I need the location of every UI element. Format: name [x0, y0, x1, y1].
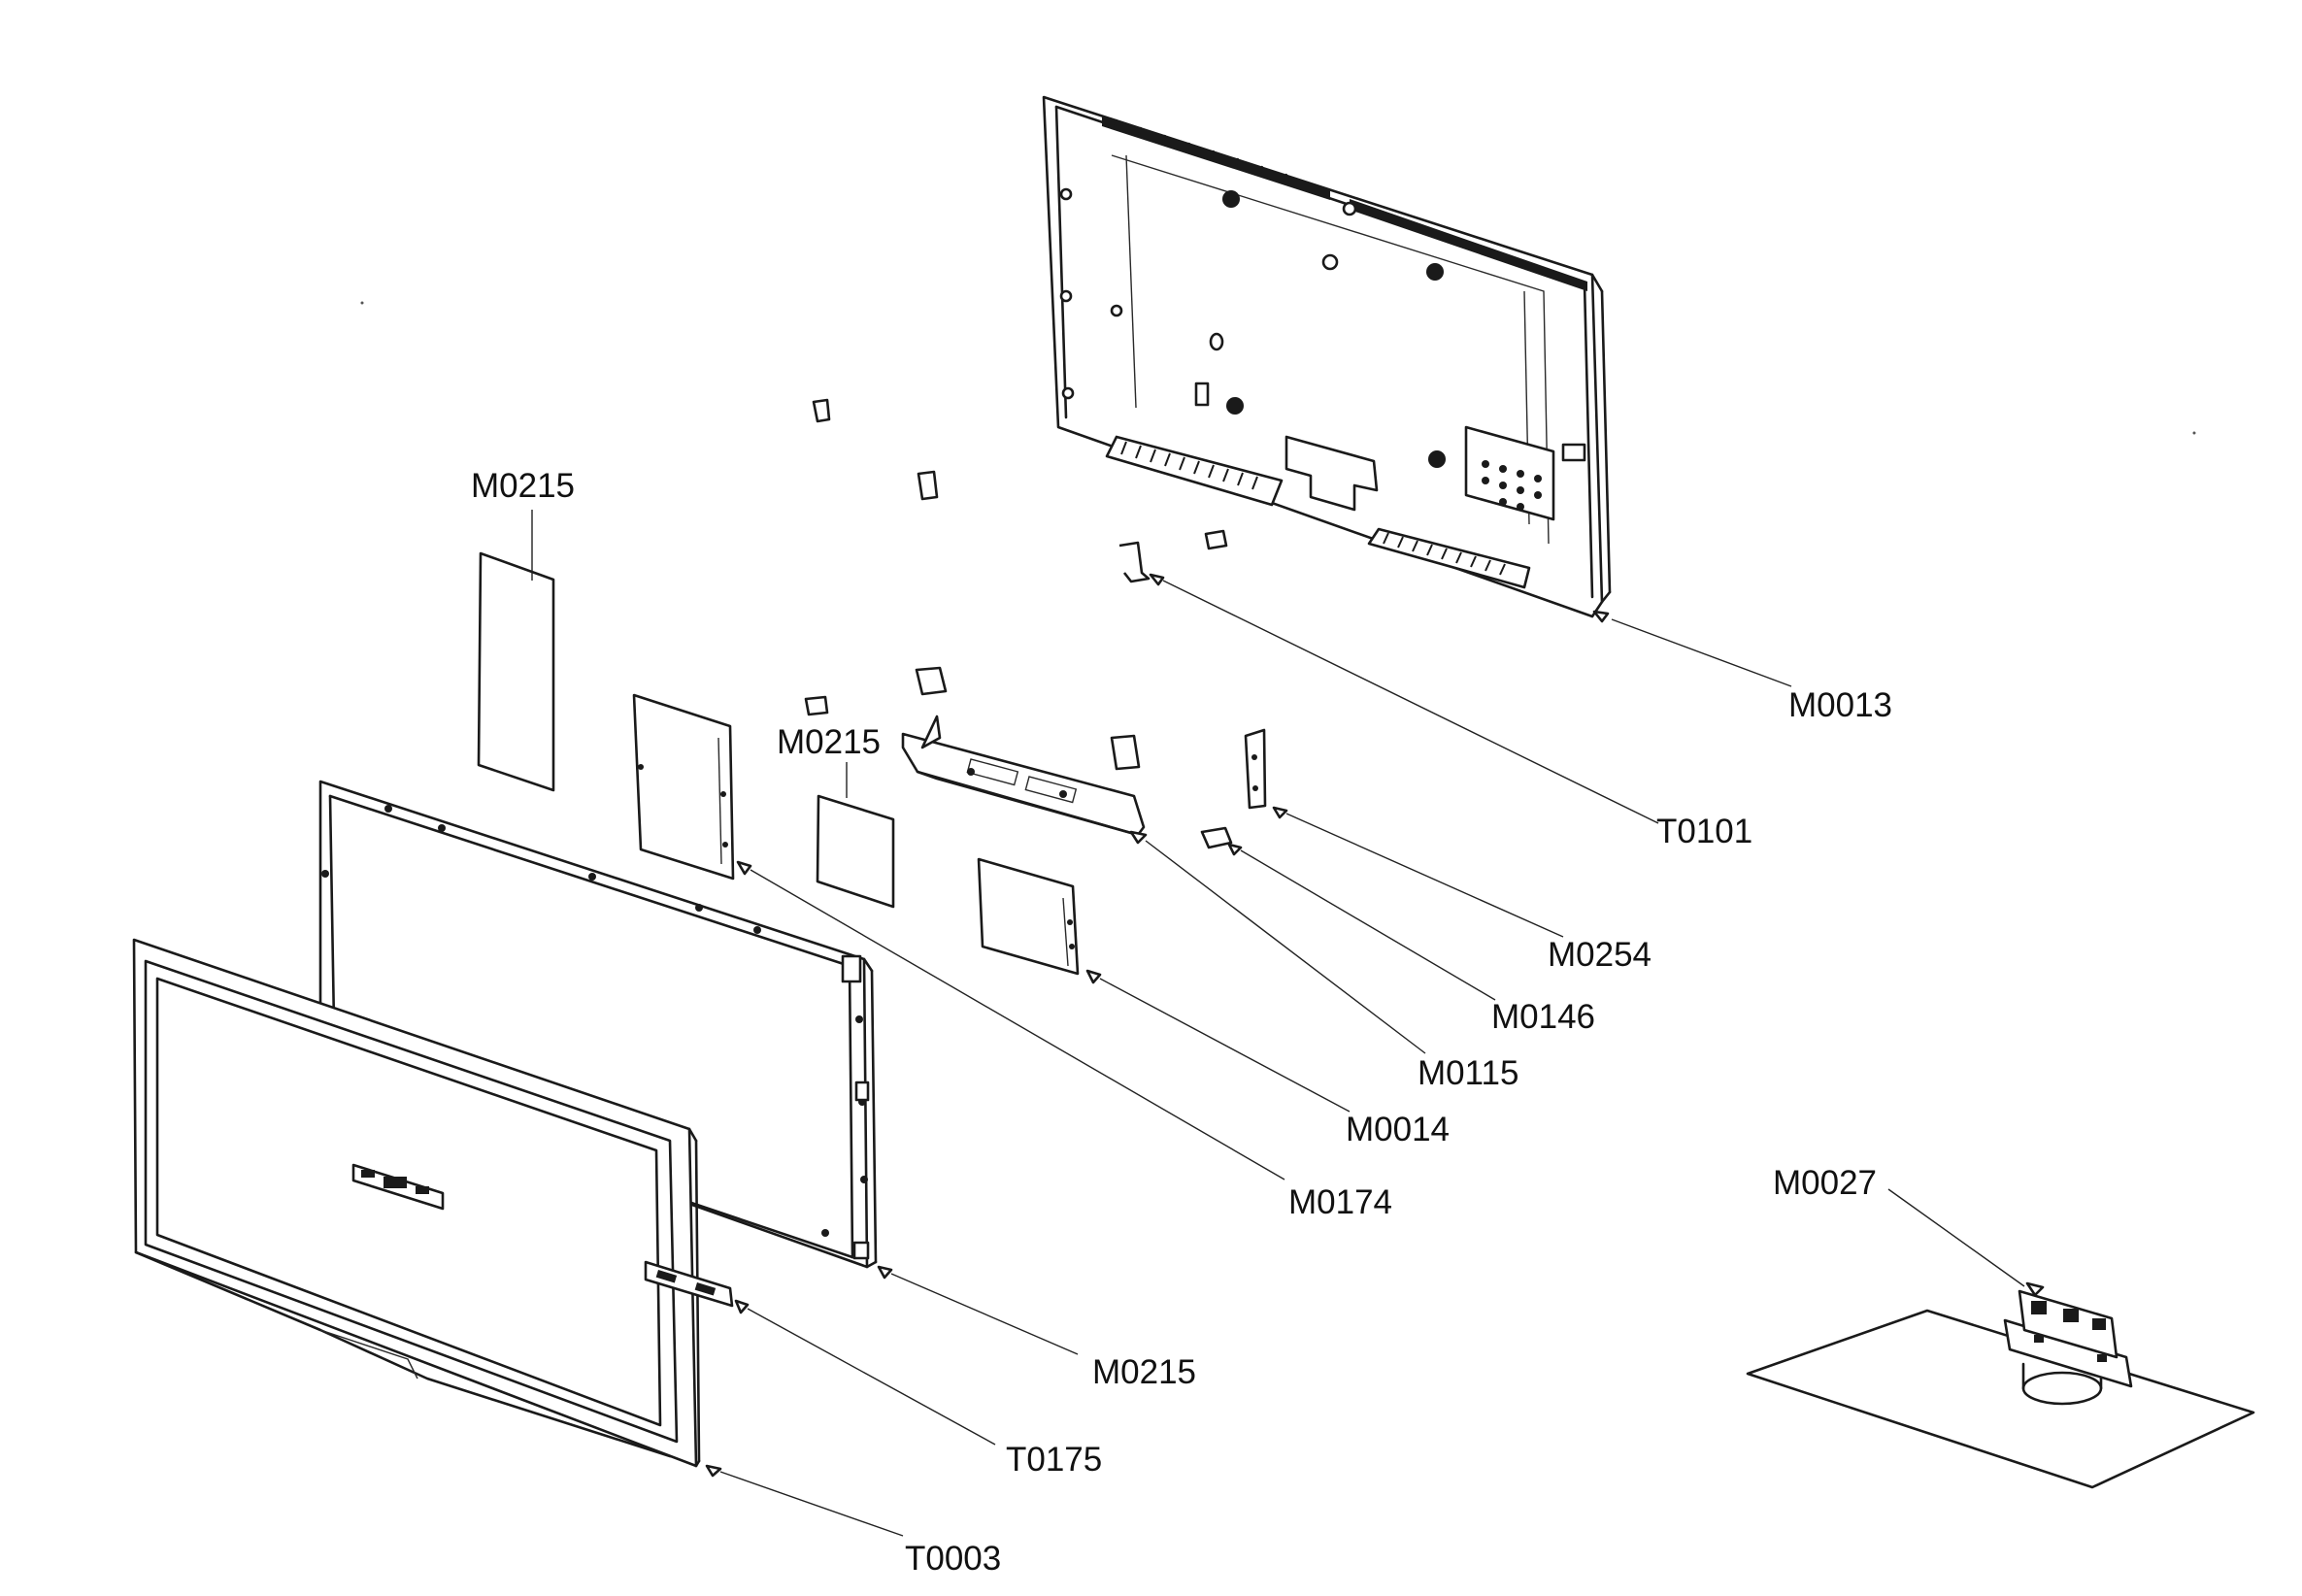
leader-m0013 — [1611, 618, 1792, 687]
lcd-panel — [318, 780, 893, 1280]
label-m0027: M0027 — [1773, 1164, 1877, 1202]
m0254-strip — [1244, 728, 1288, 819]
m0014-board — [977, 857, 1102, 984]
speck — [360, 301, 364, 305]
stand-assembly — [1746, 1281, 2255, 1489]
label-m0115: M0115 — [1418, 1054, 1518, 1092]
label-t0003: T0003 — [905, 1540, 1001, 1578]
leader-t0003 — [719, 1471, 904, 1537]
label-m0014: M0014 — [1346, 1111, 1450, 1148]
m0115-bracket — [804, 666, 1148, 845]
label-m0215-b: M0215 — [777, 723, 881, 761]
leader-t0175 — [747, 1308, 996, 1446]
leader-lines — [531, 510, 2025, 1537]
m0215-sheet-left — [477, 551, 555, 792]
leader-m0115 — [1145, 840, 1426, 1054]
leader-t0101 — [1162, 580, 1659, 824]
front-bezel — [132, 938, 750, 1478]
label-t0175: T0175 — [1006, 1441, 1102, 1479]
speck — [2192, 431, 2196, 435]
leader-m0027 — [1887, 1188, 2025, 1287]
leader-m0215-c — [890, 1273, 1079, 1355]
label-m0215-a: M0215 — [471, 467, 575, 505]
m0215-sheet-middle — [816, 794, 895, 909]
label-m0174: M0174 — [1288, 1183, 1392, 1221]
leader-m0146 — [1240, 849, 1496, 1001]
part-labels: M0215 M0013 T0101 M0254 M0146 M0115 M001… — [471, 467, 1892, 1578]
label-m0254: M0254 — [1548, 936, 1651, 974]
label-m0215-c: M0215 — [1092, 1353, 1196, 1391]
m0146-clip — [1200, 826, 1243, 856]
rear-cover — [1042, 95, 1612, 623]
label-t0101: T0101 — [1656, 813, 1752, 850]
t0101-bracket — [1118, 541, 1165, 586]
leader-m0014 — [1099, 978, 1351, 1113]
small-clips — [812, 398, 1228, 550]
label-m0013: M0013 — [1788, 686, 1892, 724]
m0174-board — [632, 693, 752, 881]
label-m0146: M0146 — [1491, 998, 1595, 1036]
leader-m0254 — [1285, 813, 1564, 938]
leader-m0174 — [750, 869, 1285, 1180]
